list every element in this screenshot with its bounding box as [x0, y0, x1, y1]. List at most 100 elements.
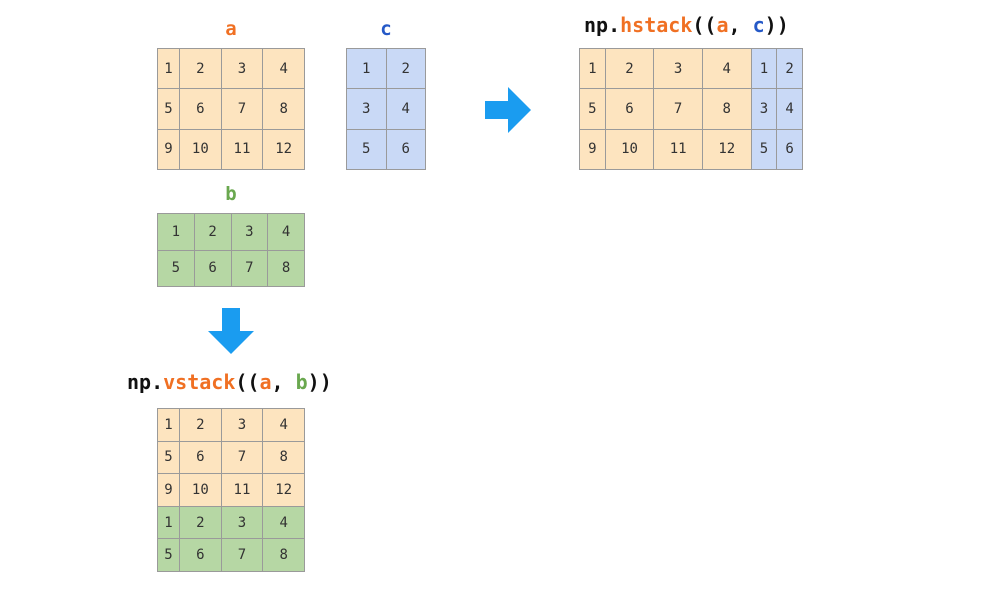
code-paren: )) [307, 370, 332, 394]
cell: 12 [701, 128, 752, 171]
cell: 11 [220, 473, 264, 507]
table-row: 5 6 7 8 [157, 538, 305, 572]
table-row: 3 4 [346, 88, 426, 130]
cell: 11 [653, 128, 703, 171]
table-row: 1 2 3 4 [157, 47, 305, 90]
cell: 5 [157, 538, 180, 572]
cell: 6 [179, 440, 222, 475]
cell: 4 [262, 47, 305, 90]
cell: 6 [179, 538, 222, 572]
cell: 6 [179, 88, 222, 130]
cell: 2 [179, 505, 222, 540]
hstack-code: np.hstack((a, c)) [584, 13, 789, 37]
cell: 5 [157, 88, 180, 130]
cell: 9 [157, 473, 180, 507]
table-row: 5 6 7 8 3 4 [579, 88, 803, 130]
cell: 12 [262, 128, 305, 171]
code-paren: )) [764, 13, 789, 37]
cell: 8 [267, 249, 305, 287]
cell: 3 [220, 47, 264, 90]
cell: 5 [579, 88, 606, 130]
cell: 4 [701, 47, 752, 90]
cell: 3 [230, 213, 269, 251]
cell: 10 [604, 128, 655, 171]
label-c: c [380, 18, 392, 40]
code-arg-a: a [259, 370, 272, 394]
cell: 7 [220, 88, 264, 130]
code-function: hstack [620, 13, 693, 37]
cell: 4 [262, 505, 305, 540]
cell: 10 [179, 473, 222, 507]
cell: 3 [346, 88, 387, 130]
label-a: a [225, 18, 237, 40]
table-row: 9 10 11 12 [157, 473, 305, 507]
cell: 7 [220, 538, 264, 572]
cell: 2 [193, 213, 232, 251]
code-prefix: np. [127, 370, 164, 394]
code-separator: , [271, 370, 296, 394]
cell: 6 [193, 249, 232, 287]
cell: 3 [653, 47, 703, 90]
cell: 4 [267, 213, 305, 251]
cell: 3 [220, 505, 264, 540]
cell: 7 [230, 249, 269, 287]
table-row: 1 2 [346, 47, 426, 90]
table-row: 5 6 [346, 128, 426, 171]
vstack-result: 1 2 3 4 5 6 7 8 9 10 11 12 1 2 3 4 5 6 7… [157, 408, 305, 572]
code-arg-a: a [716, 13, 729, 37]
table-row: 5 6 7 8 [157, 249, 305, 287]
cell: 1 [157, 47, 180, 90]
cell: 3 [220, 408, 264, 442]
cell: 5 [346, 128, 387, 171]
cell: 8 [262, 538, 305, 572]
cell: 10 [179, 128, 222, 171]
label-b: b [225, 183, 237, 205]
array-a: 1 2 3 4 5 6 7 8 9 10 11 12 [157, 47, 305, 171]
code-function: vstack [163, 370, 236, 394]
cell: 7 [653, 88, 703, 130]
code-paren: (( [235, 370, 260, 394]
table-row: 5 6 7 8 [157, 88, 305, 130]
cell: 4 [385, 88, 426, 130]
cell: 6 [776, 128, 803, 171]
table-row: 1 2 3 4 1 2 [579, 47, 803, 90]
cell: 1 [157, 213, 195, 251]
table-row: 1 2 3 4 [157, 408, 305, 442]
cell: 7 [220, 440, 264, 475]
cell: 6 [385, 128, 426, 171]
cell: 5 [157, 249, 195, 287]
cell: 8 [701, 88, 752, 130]
cell: 2 [776, 47, 803, 90]
cell: 2 [604, 47, 655, 90]
arrow-right-icon [485, 87, 531, 133]
cell: 8 [262, 440, 305, 475]
cell: 3 [750, 88, 778, 130]
table-row: 1 2 3 4 [157, 505, 305, 540]
vstack-code: np.vstack((a, b)) [127, 370, 332, 394]
arrow-down-icon [208, 308, 254, 354]
code-arg-b: b [295, 370, 308, 394]
table-row: 9 10 11 12 5 6 [579, 128, 803, 171]
cell: 8 [262, 88, 305, 130]
cell: 1 [750, 47, 778, 90]
cell: 1 [346, 47, 387, 90]
cell: 5 [157, 440, 180, 475]
cell: 12 [262, 473, 305, 507]
code-paren: (( [692, 13, 717, 37]
cell: 6 [604, 88, 655, 130]
code-prefix: np. [584, 13, 621, 37]
cell: 1 [157, 505, 180, 540]
table-row: 5 6 7 8 [157, 440, 305, 475]
code-separator: , [728, 13, 753, 37]
table-row: 9 10 11 12 [157, 128, 305, 171]
code-arg-c: c [752, 13, 765, 37]
cell: 2 [179, 47, 222, 90]
cell: 1 [579, 47, 606, 90]
cell: 9 [157, 128, 180, 171]
cell: 1 [157, 408, 180, 442]
array-b: 1 2 3 4 5 6 7 8 [157, 213, 305, 287]
array-c: 1 2 3 4 5 6 [346, 47, 426, 171]
cell: 4 [776, 88, 803, 130]
cell: 2 [179, 408, 222, 442]
cell: 5 [750, 128, 778, 171]
